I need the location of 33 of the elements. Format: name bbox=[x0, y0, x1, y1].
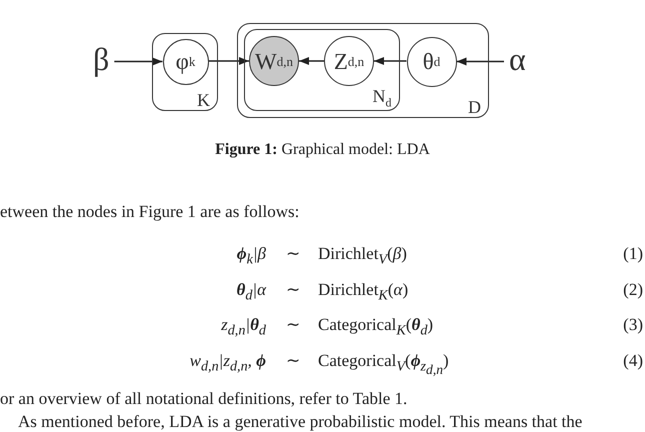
figure-caption: Figure 1: Graphical model: LDA bbox=[214, 140, 431, 160]
equation-term: Categorical$_{K}$(θ$_{d}$) bbox=[318, 314, 434, 340]
body-text: As mentioned before, LDA is a generative probabilistic model. This means that the bbox=[18, 411, 582, 432]
tilde-symbol: ∼ bbox=[285, 350, 301, 372]
equation-number: (1) bbox=[622, 243, 643, 264]
plate-frame bbox=[244, 28, 400, 110]
arrow bbox=[299, 57, 324, 65]
arrow bbox=[208, 57, 249, 65]
parameter-symbol: α bbox=[504, 43, 531, 75]
tilde-symbol: ∼ bbox=[285, 243, 301, 264]
equation-term: Dirichlet$_{V}$(β) bbox=[318, 243, 407, 270]
tilde-symbol: ∼ bbox=[285, 314, 301, 336]
body-text: or an overview of all notational definitions, refer to Table 1. bbox=[0, 388, 408, 410]
equation-term: ϕ$_{k}$|β bbox=[236, 243, 266, 270]
arrow bbox=[374, 57, 406, 65]
plate-label: N$_{d}$ bbox=[372, 86, 392, 108]
body-text: etween the nodes in Figure 1 are as follows: bbox=[0, 201, 300, 222]
equation-term: Dirichlet$_{K}$(α) bbox=[318, 279, 408, 306]
equation-number: (4) bbox=[622, 350, 643, 372]
equation-term: θ$_{d}$|α bbox=[235, 279, 266, 306]
parameter-symbol: β bbox=[88, 43, 114, 75]
equation-term: w$_{d,n}$|z$_{d,n}$, ϕ bbox=[188, 350, 266, 376]
plate-label: D bbox=[468, 98, 481, 116]
plate-label: K bbox=[197, 91, 210, 109]
plate-frame bbox=[152, 33, 218, 111]
equation-term: Categorical$_{V}$(ϕ$_{z}$$_{d,n}$) bbox=[318, 350, 449, 376]
equation-term: z$_{d,n}$|θ$_{d}$ bbox=[220, 314, 266, 340]
equation-number: (3) bbox=[622, 314, 643, 336]
arrow bbox=[114, 58, 162, 66]
tilde-symbol: ∼ bbox=[285, 279, 301, 300]
equation-number: (2) bbox=[622, 279, 643, 300]
arrow bbox=[456, 58, 504, 66]
plate-frame bbox=[237, 23, 489, 118]
